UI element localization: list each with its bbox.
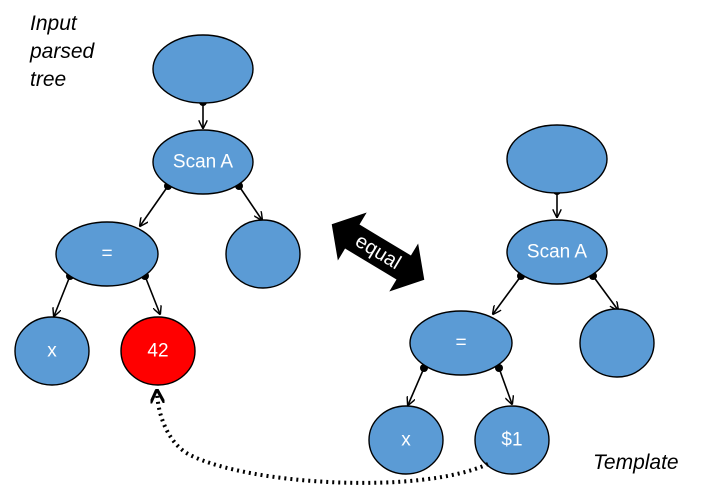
input-value-node [120, 316, 196, 386]
input-root-node [152, 34, 254, 104]
template-label: Template [593, 451, 679, 474]
template-scan-node [506, 219, 608, 285]
input-right-node [225, 219, 301, 289]
template-right-node [579, 308, 655, 378]
input-eq-node [55, 221, 159, 287]
template-scan-label: Scan A [527, 242, 588, 263]
input-scan-label: Scan A [173, 152, 234, 173]
input-scan-node [152, 129, 254, 195]
template-root-node [506, 124, 608, 194]
input-x-node [14, 316, 90, 386]
template-x-label: x [401, 430, 411, 451]
input-x-label: x [47, 341, 57, 362]
template-param-node [474, 405, 550, 475]
template-param-label: $1 [501, 430, 522, 451]
input-label-line2: parsed [29, 40, 96, 63]
template-tree-edges [408, 187, 618, 405]
input-label-line1: Input [30, 12, 78, 35]
equal-arrow: equal [331, 212, 425, 292]
template-x-node [368, 405, 444, 475]
input-value-label: 42 [147, 341, 168, 362]
template-eq-node [409, 310, 513, 376]
template-eq-label: = [455, 333, 466, 354]
input-label-line3: tree [30, 68, 66, 91]
input-eq-label: = [101, 244, 112, 265]
